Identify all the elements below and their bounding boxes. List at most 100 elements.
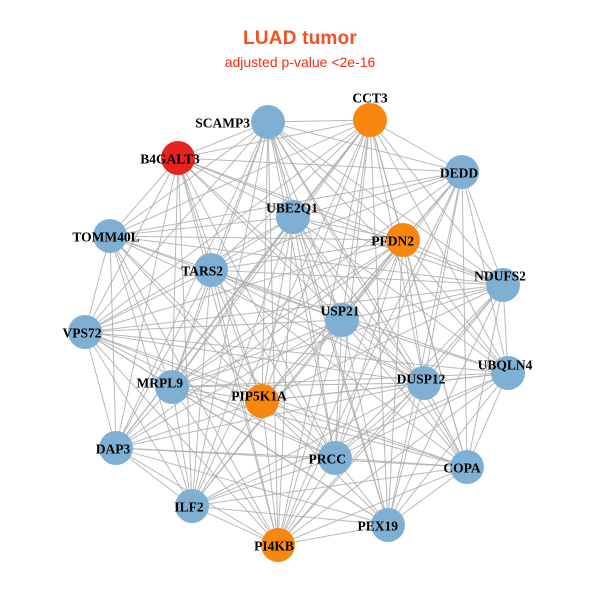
node-circle[interactable] [93,219,127,253]
node-circle[interactable] [245,384,279,418]
graph-node-usp21[interactable]: USP21 [320,303,360,337]
edge [115,447,389,526]
edge [277,119,371,546]
graph-node-pex19[interactable]: PEX19 [358,508,406,542]
edge [171,386,279,546]
edge [171,239,404,388]
node-label: UBE2Q1 [266,201,318,216]
graph-node-prcc[interactable]: PRCC [309,441,353,475]
node-label: NDUFS2 [474,269,526,284]
node-circle[interactable] [175,489,209,523]
node-circle[interactable] [445,155,479,189]
edge [210,269,343,321]
edge [334,319,343,459]
graph-node-pip5k1a[interactable]: PIP5K1A [231,384,287,418]
edge [267,121,336,459]
edge [277,284,504,546]
node-circle[interactable] [161,141,195,175]
edge [84,331,117,449]
graph-node-mrpl9[interactable]: MRPL9 [137,370,190,404]
edge [171,171,463,388]
graph-node-b4galt3[interactable]: B4GALT3 [140,141,200,175]
edge [277,216,294,546]
edge [115,447,468,468]
edge [210,269,504,286]
edge [277,524,389,546]
node-circle[interactable] [386,223,420,257]
edge [387,171,463,526]
edge [341,319,389,526]
graph-node-dusp12[interactable]: DUSP12 [397,366,446,400]
edge [191,457,336,507]
edge [261,400,468,468]
node-circle[interactable] [486,268,520,302]
edge [171,386,468,468]
node-label: DUSP12 [397,372,446,387]
edge [171,157,179,388]
edge [109,235,173,388]
edge [177,157,343,321]
graph-node-ubqln4[interactable]: UBQLN4 [478,356,533,390]
edge [466,372,509,468]
edge [115,269,212,449]
node-label: PFDN2 [371,234,414,249]
edge [402,239,509,374]
node-label: COPA [443,461,480,476]
node-circle[interactable] [68,315,102,349]
edge [171,269,212,388]
edge [210,269,468,468]
node-label: PEX19 [358,519,399,534]
edge [84,331,193,507]
graph-node-ilf2[interactable]: ILF2 [174,489,209,523]
edge [277,372,509,546]
edge [267,121,404,241]
graph-node-pfdn2[interactable]: PFDN2 [371,223,420,257]
graph-node-copa[interactable]: COPA [443,450,484,484]
edge [292,216,425,384]
graph-node-pi4kb[interactable]: PI4KB [254,528,295,562]
node-circle[interactable] [491,356,525,390]
edge [369,119,463,173]
edge [84,331,425,384]
node-circle[interactable] [251,105,285,139]
graph-node-tomm40l[interactable]: TOMM40L [72,219,140,253]
graph-node-dedd[interactable]: DEDD [440,155,479,189]
graph-node-ube2q1[interactable]: UBE2Q1 [266,200,318,234]
node-circle[interactable] [276,200,310,234]
node-circle[interactable] [99,431,133,465]
node-circle[interactable] [450,450,484,484]
edge [334,382,425,459]
edge [334,372,509,459]
node-circle[interactable] [261,528,295,562]
graph-node-cct3[interactable]: CCT3 [352,91,388,138]
graph-node-tars2[interactable]: TARS2 [181,253,228,287]
graph-node-ndufs2[interactable]: NDUFS2 [474,268,526,302]
graph-node-vps72[interactable]: VPS72 [62,315,102,349]
edge [177,157,336,459]
node-circle[interactable] [194,253,228,287]
edge [191,269,212,507]
graph-node-dap3[interactable]: DAP3 [96,431,133,465]
node-circle[interactable] [155,370,189,404]
edge [210,269,509,374]
node-circle[interactable] [318,441,352,475]
node-label: PI4KB [254,539,294,554]
node-circle[interactable] [325,303,359,337]
edge [277,382,425,546]
edge [109,157,179,237]
node-circle[interactable] [407,366,441,400]
edge [109,235,404,241]
node-label: MRPL9 [137,376,184,391]
edge [277,319,343,546]
node-label: CCT3 [352,91,388,106]
edge [177,119,371,159]
node-label: UBQLN4 [478,358,533,373]
edge [191,505,389,526]
graph-node-scamp3[interactable]: SCAMP3 [195,105,285,139]
node-circle[interactable] [353,103,387,137]
node-circle[interactable] [371,508,405,542]
edge [171,386,193,507]
edge [402,239,468,468]
edge [177,157,404,241]
edge [423,284,504,384]
